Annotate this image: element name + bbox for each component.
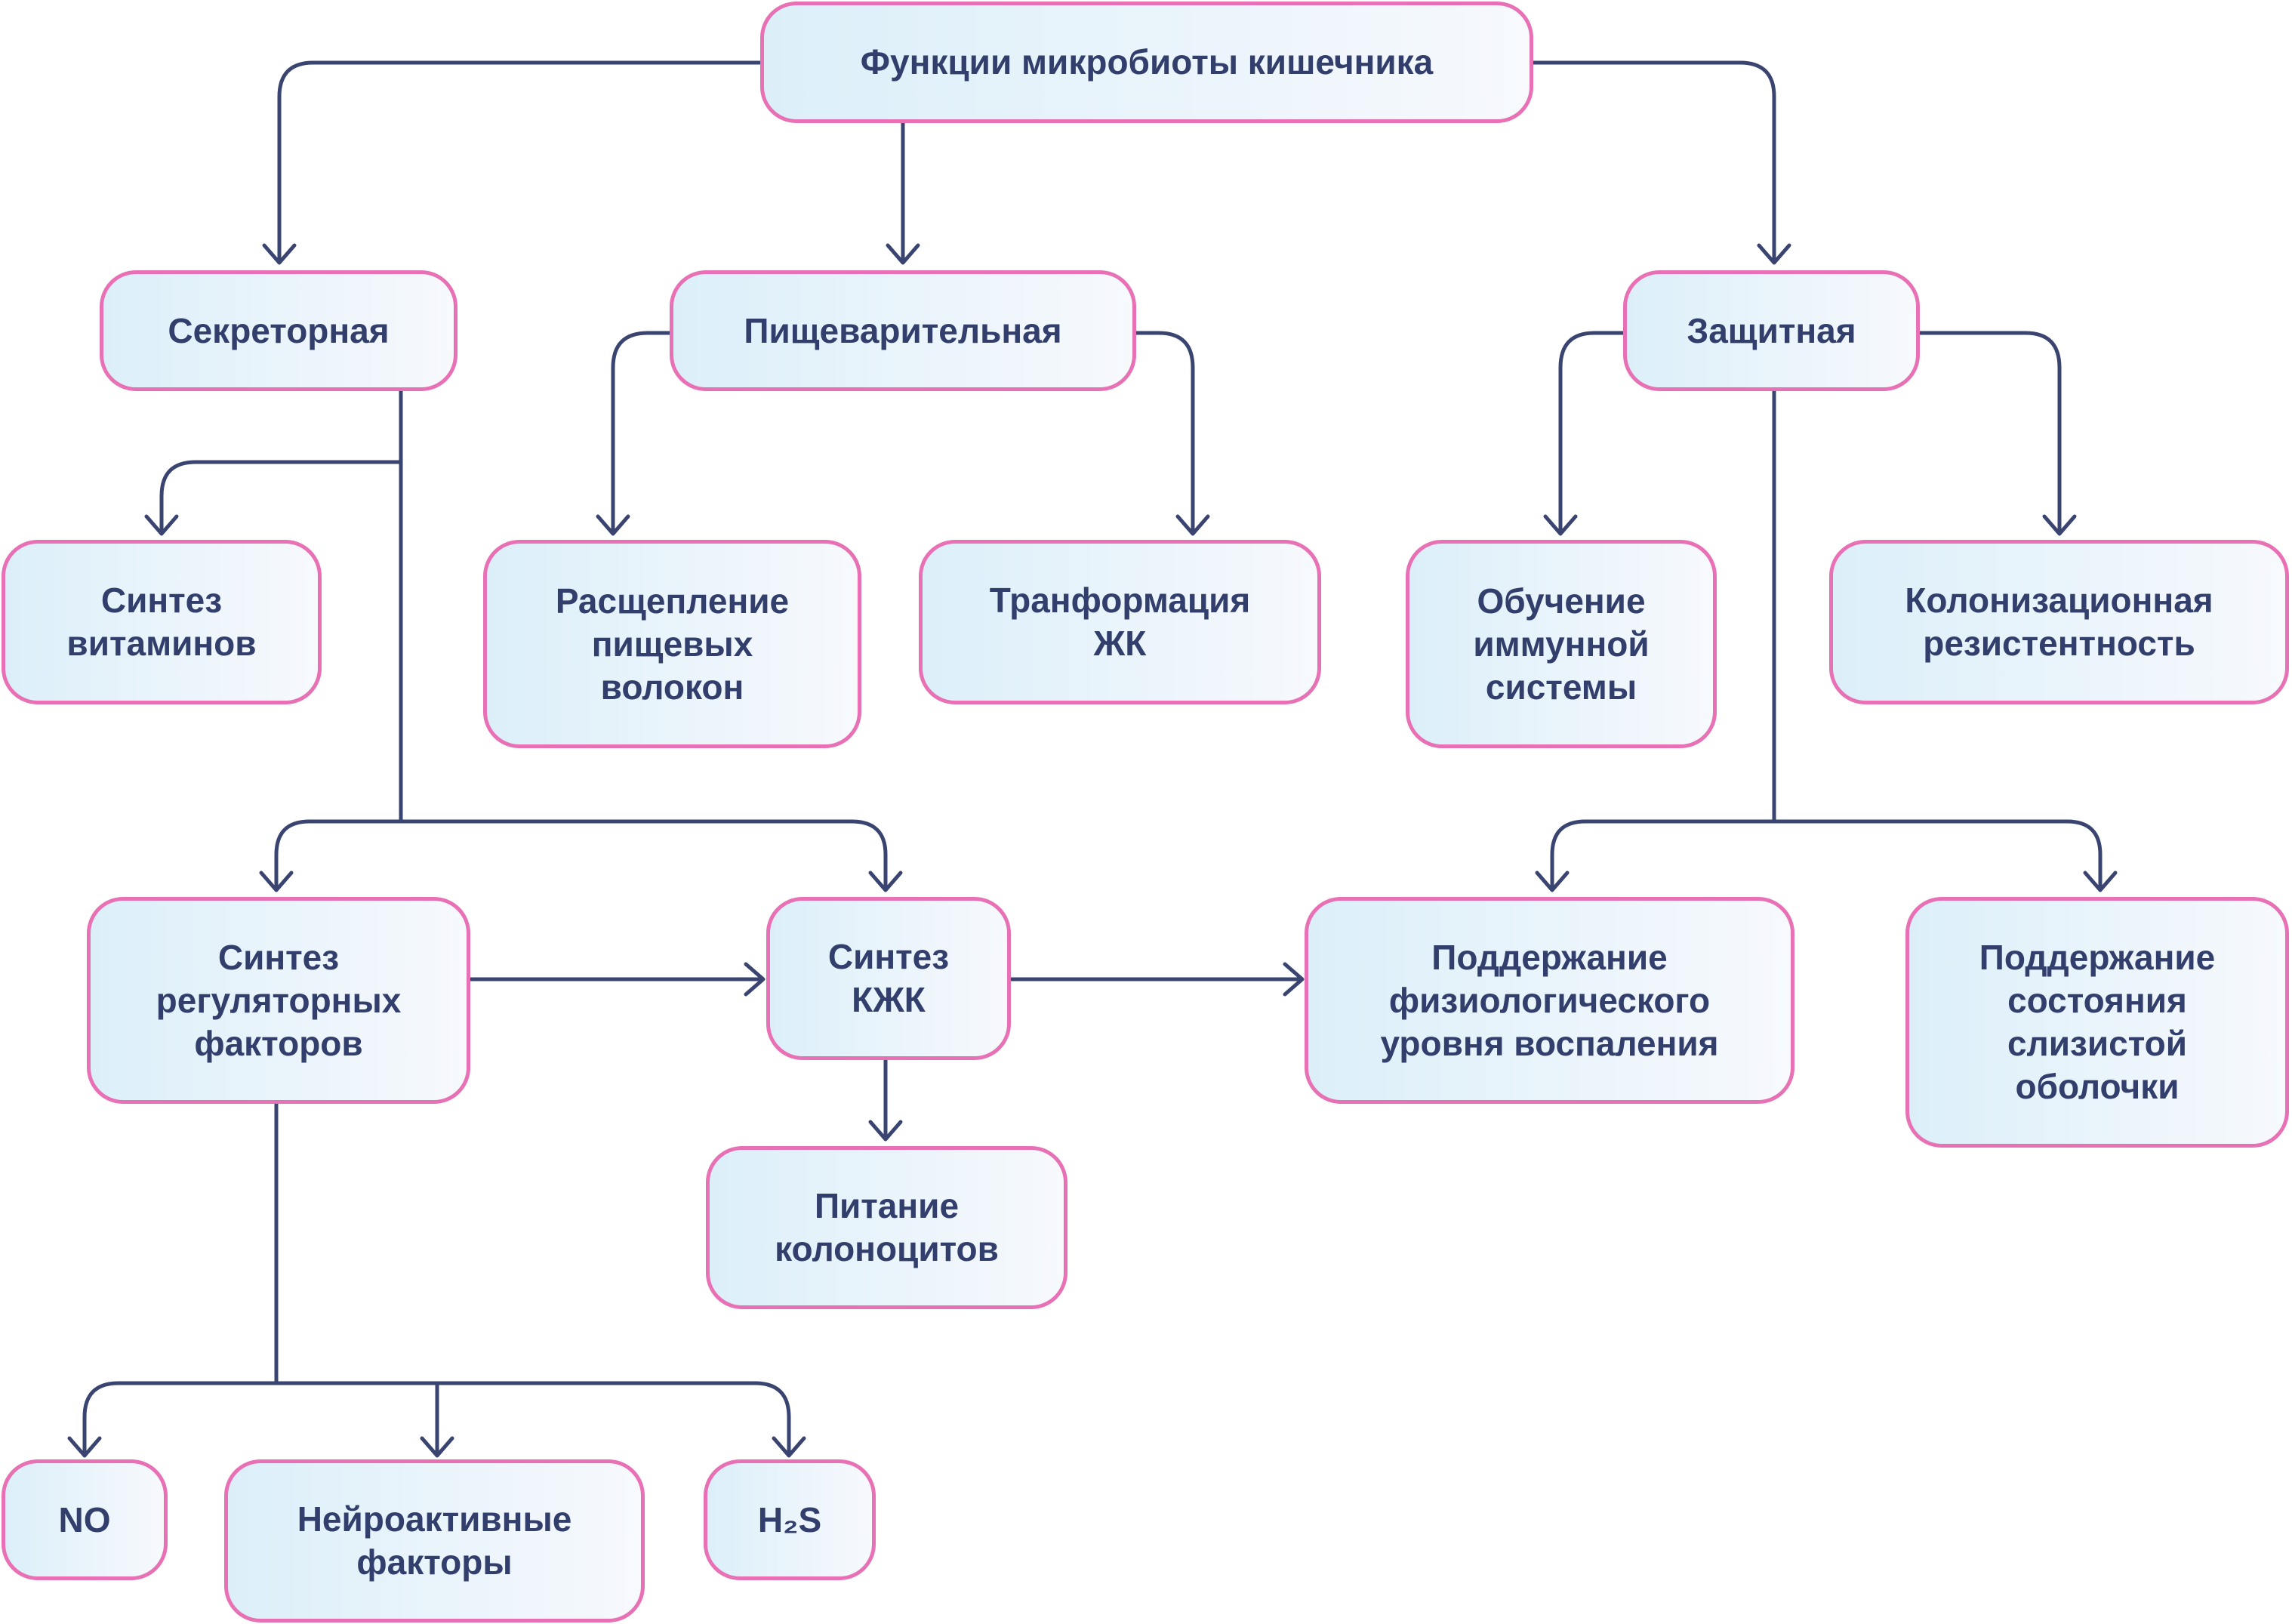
connector-protective-to-colonization <box>1917 331 2062 532</box>
arrowhead-no <box>67 1436 102 1458</box>
connector-protective-to-immune <box>1558 331 1627 532</box>
node-secretory-label: Секреторная <box>168 310 390 350</box>
connector-to-no <box>82 1381 121 1454</box>
arrowhead-scfa <box>868 871 903 892</box>
arrowhead-mucosa <box>2083 871 2118 892</box>
node-vitamin-synthesis-label: Синтез витаминов <box>66 581 257 663</box>
node-protective-label: Защитная <box>1687 310 1856 350</box>
node-secretory: Секреторная <box>100 270 457 391</box>
arrowhead-secretory <box>262 243 297 265</box>
connector-root-to-secretory <box>277 60 765 263</box>
node-regulatory-factor-synthesis-label: Синтез регуляторных факторов <box>156 937 402 1063</box>
arrowhead-inflammation <box>1535 871 1570 892</box>
node-h2s-label: H₂S <box>757 1499 822 1539</box>
node-root-label: Функции микробиоты кишечника <box>860 42 1434 82</box>
node-inflammation-level-label: Поддержание физиологического уровня восп… <box>1380 937 1719 1063</box>
node-colonization-resistance-label: Колонизационная резистентность <box>1905 581 2213 663</box>
connector-to-h2s <box>753 1381 791 1454</box>
node-colonocyte-nutrition: Питание колоноцитов <box>706 1146 1067 1309</box>
node-colonization-resistance: Колонизационная резистентность <box>1829 540 2289 704</box>
arrowhead-digestive <box>886 243 920 265</box>
arrowhead-scfa-side <box>744 962 766 997</box>
arrowhead-bile <box>1175 514 1210 536</box>
arrowhead-regulatory <box>259 871 294 892</box>
node-mucosa-maintenance-label: Поддержание состояния слизистой оболочки <box>1979 938 2216 1106</box>
connector-root-to-protective <box>1530 60 1776 263</box>
node-no-label: NO <box>58 1499 111 1539</box>
node-mucosa-maintenance: Поддержание состояния слизистой оболочки <box>1905 897 2289 1148</box>
connector-to-scfa <box>849 819 888 889</box>
node-digestive: Пищеварительная <box>670 270 1136 391</box>
node-immune-training-label: Обучение иммунной системы <box>1473 581 1650 707</box>
node-no: NO <box>2 1459 168 1580</box>
node-regulatory-factor-synthesis: Синтез регуляторных факторов <box>87 897 470 1104</box>
node-bile-acid-transformation-label: Транформация ЖК <box>989 581 1251 663</box>
connector-digestive-to-bile <box>1132 331 1195 532</box>
arrowhead-inflammation-side <box>1283 962 1305 997</box>
node-h2s: H₂S <box>704 1459 876 1580</box>
connector-digestive-to-fiber <box>611 331 673 532</box>
connector-to-regulatory <box>274 819 312 889</box>
node-scfa-synthesis: Синтез КЖК <box>766 897 1011 1060</box>
connector-to-mucosa <box>2065 819 2103 889</box>
node-protective: Защитная <box>1623 270 1920 391</box>
node-neuroactive-factors-label: Нейроактивные факторы <box>297 1499 572 1582</box>
arrowhead-vitamins <box>144 514 179 536</box>
node-inflammation-level: Поддержание физиологического уровня восп… <box>1305 897 1794 1104</box>
node-root: Функции микробиоты кишечника <box>760 2 1533 123</box>
arrowhead-neuroactive <box>420 1436 454 1458</box>
node-fiber-breakdown-label: Расщепление пищевых волокон <box>555 581 790 707</box>
node-vitamin-synthesis: Синтез витаминов <box>2 540 322 704</box>
node-colonocyte-nutrition-label: Питание колоноцитов <box>775 1186 999 1268</box>
arrowhead-fiber <box>596 514 630 536</box>
node-digestive-label: Пищеварительная <box>744 310 1062 350</box>
arrowhead-colonization <box>2042 514 2077 536</box>
node-fiber-breakdown: Расщепление пищевых волокон <box>483 540 861 748</box>
node-neuroactive-factors: Нейроактивные факторы <box>224 1459 645 1622</box>
node-bile-acid-transformation: Транформация ЖК <box>919 540 1321 704</box>
arrowhead-h2s <box>772 1436 806 1458</box>
arrowhead-immune <box>1543 514 1578 536</box>
arrowhead-protective <box>1757 243 1791 265</box>
node-immune-training: Обучение иммунной системы <box>1406 540 1717 748</box>
node-scfa-synthesis-label: Синтез КЖК <box>827 937 950 1019</box>
connector-secretory-to-vitamins <box>159 460 403 532</box>
connector-to-inflammation <box>1550 819 1588 889</box>
arrowhead-colonocytes <box>868 1120 903 1142</box>
